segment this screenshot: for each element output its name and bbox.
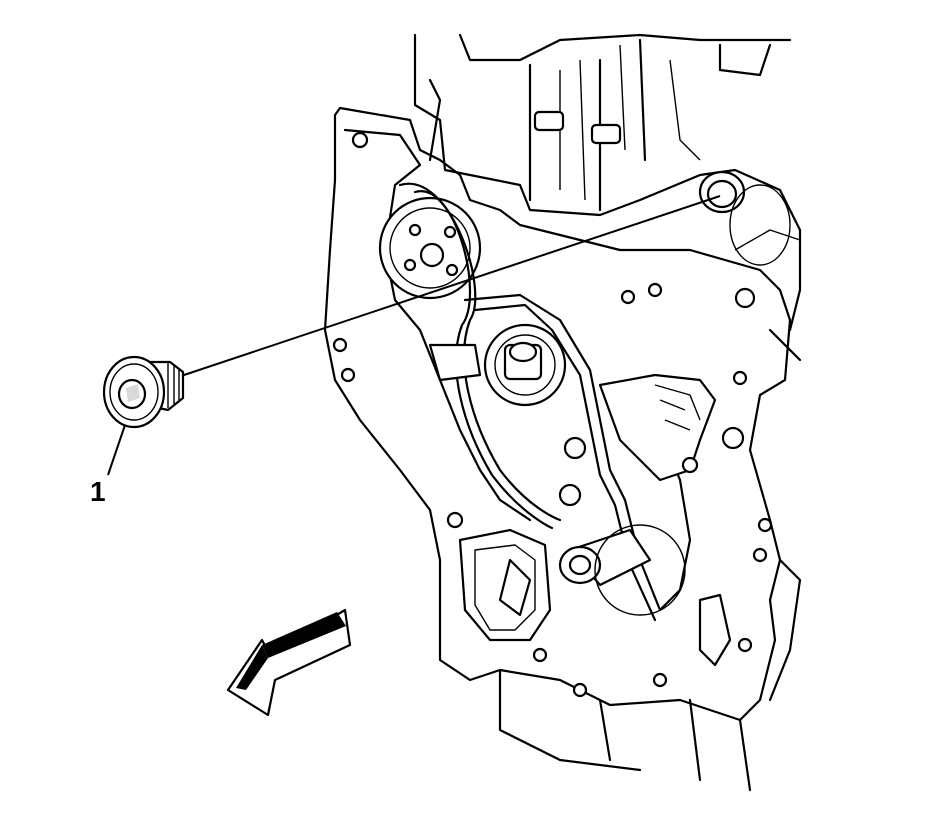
direction-arrow-icon xyxy=(226,608,352,717)
callout-number: 1 xyxy=(90,476,106,507)
crankshaft-nose xyxy=(558,524,686,616)
access-plug xyxy=(102,355,185,429)
timing-cover xyxy=(323,106,792,722)
chain-tensioner xyxy=(558,373,745,507)
lower-cover xyxy=(458,328,802,792)
callout-leader xyxy=(107,424,126,476)
center-sprocket xyxy=(428,323,567,407)
upper-engine-block xyxy=(413,33,802,332)
leader-line xyxy=(174,195,721,379)
cover-port xyxy=(698,170,791,266)
